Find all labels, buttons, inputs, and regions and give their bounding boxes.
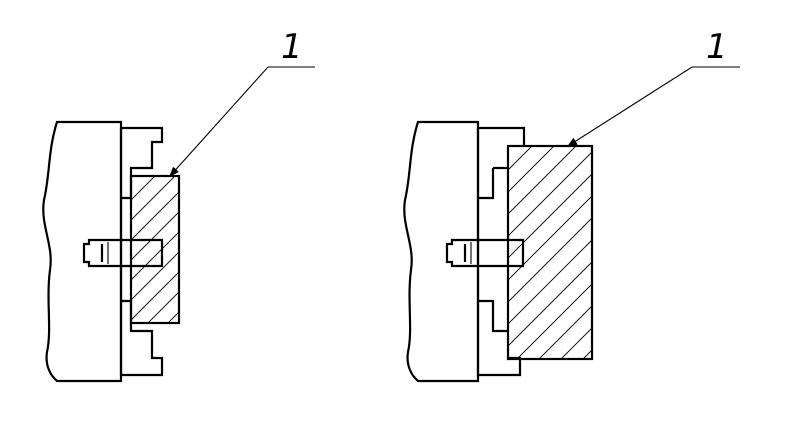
left-workpiece — [129, 174, 181, 325]
right-workpiece — [506, 144, 594, 361]
left-callout-label: 1 — [281, 27, 303, 67]
right-leader-line — [567, 66, 740, 147]
left-chuck-body — [42, 120, 123, 383]
right-jaw-profile — [476, 126, 526, 377]
right-view: 1 — [403, 27, 740, 383]
left-view: 1 — [42, 27, 315, 383]
left-leader-line — [169, 66, 315, 177]
right-callout-label: 1 — [706, 27, 728, 67]
left-locating-pin — [82, 238, 164, 268]
left-jaw-profile — [119, 126, 164, 377]
right-chuck-body — [403, 120, 480, 383]
right-locating-pin — [445, 238, 525, 268]
